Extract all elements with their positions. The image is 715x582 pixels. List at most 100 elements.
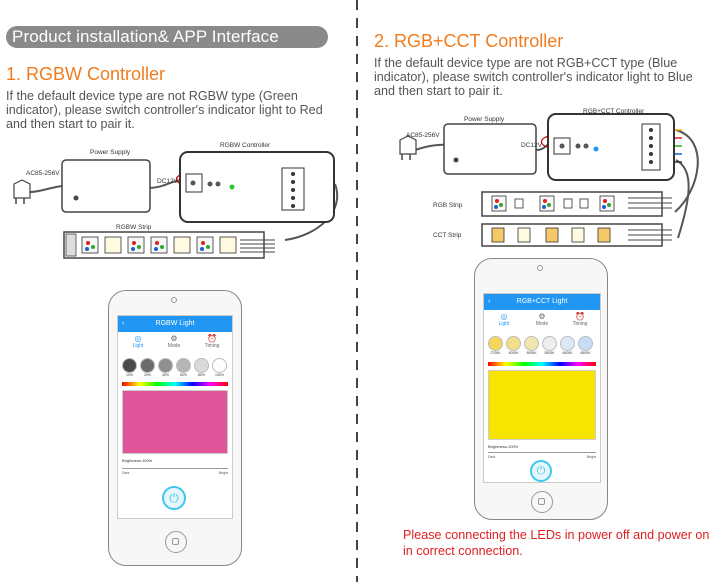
swatch-label: 100%	[215, 373, 224, 377]
brightness-slider[interactable]	[122, 468, 228, 469]
app-title: RGBW Light	[155, 320, 195, 327]
slider-dark-label: Dark	[488, 455, 496, 459]
swatch-label: 4000K	[508, 351, 519, 355]
power-icon[interactable]: ⏻	[530, 460, 552, 482]
brightness-slider[interactable]	[488, 452, 596, 453]
tab-bar: ◎Light ⚙Mode ⏰Timing	[488, 312, 596, 334]
color-preview[interactable]	[488, 370, 596, 440]
swatch-item[interactable]: 100%	[212, 358, 227, 377]
swatch-label: 60%	[179, 373, 187, 377]
swatch-item[interactable]: 5500K	[542, 336, 557, 355]
rgbcct-dc-label: DC12V	[521, 142, 542, 149]
swatch-circle	[488, 336, 503, 351]
tab-light[interactable]: ◎Light	[494, 312, 514, 327]
swatch-circle	[140, 358, 155, 373]
tab-bar: ◎Light ⚙Mode ⏰Timing	[122, 334, 228, 356]
hue-bar[interactable]	[122, 382, 228, 386]
swatch-circle	[176, 358, 191, 373]
tab-mode[interactable]: ⚙Mode	[532, 312, 552, 327]
swatch-row: 10% 20% 40% 60% 80% 100%	[122, 358, 230, 380]
swatch-circle	[560, 336, 575, 351]
home-button[interactable]	[531, 491, 553, 513]
swatch-label: 6500K	[580, 351, 591, 355]
bulb-icon: ◎	[500, 312, 508, 321]
alarm-icon: ⏰	[207, 334, 217, 343]
swatch-item[interactable]: 10%	[122, 358, 137, 377]
swatch-item[interactable]: 4000K	[506, 336, 521, 355]
rgbcct-controller-label: RGB+CCT Controller	[583, 108, 645, 115]
mode-icon: ⚙	[538, 312, 546, 321]
camera-icon	[171, 297, 177, 303]
bulb-icon: ◎	[134, 334, 142, 343]
swatch-label: 5500K	[544, 351, 555, 355]
slider-bright-label: Bright	[218, 471, 228, 475]
rgbw-ac-label: AC85-256V	[26, 170, 60, 177]
rgbw-paragraph: If the default device type are not RGBW …	[6, 89, 323, 131]
rgbcct-app-screen: ‹ RGB+CCT Light ◎Light ⚙Mode ⏰Timing 270…	[483, 293, 601, 483]
tab-light[interactable]: ◎Light	[128, 334, 148, 349]
app-bar: ‹ RGBW Light	[118, 316, 232, 332]
swatch-circle	[122, 358, 137, 373]
swatch-circle	[506, 336, 521, 351]
hue-bar[interactable]	[488, 362, 596, 366]
mode-icon: ⚙	[170, 334, 178, 343]
slider-bright-label: Bright	[586, 455, 596, 459]
camera-icon	[537, 265, 543, 271]
swatch-row: 2700K 4000K 5000K 5500K 6000K 6500K	[488, 336, 598, 360]
swatch-item[interactable]: 80%	[194, 358, 209, 377]
rgbcct-phone: ‹ RGB+CCT Light ◎Light ⚙Mode ⏰Timing 270…	[474, 258, 608, 520]
rgbw-wiring-diagram	[13, 151, 338, 259]
swatch-label: 80%	[197, 373, 205, 377]
swatch-label: 5000K	[526, 351, 537, 355]
home-button[interactable]	[165, 531, 187, 553]
tab-mode[interactable]: ⚙Mode	[164, 334, 184, 349]
app-bar: ‹ RGB+CCT Light	[484, 294, 600, 310]
brightness-label: Brightness:100%	[488, 444, 519, 449]
slider-dark-label: Dark	[122, 471, 130, 475]
rgbw-phone: ‹ RGBW Light ◎Light ⚙Mode ⏰Timing 10% 20%…	[108, 290, 242, 566]
rgbw-strip-label: RGBW Strip	[116, 224, 152, 231]
back-icon[interactable]: ‹	[488, 298, 491, 305]
swatch-item[interactable]: 40%	[158, 358, 173, 377]
swatch-label: 40%	[161, 373, 169, 377]
swatch-label: 10%	[125, 373, 133, 377]
swatch-circle	[524, 336, 539, 351]
swatch-item[interactable]: 6500K	[578, 336, 593, 355]
swatch-item[interactable]: 5000K	[524, 336, 539, 355]
connection-note: Please connecting the LEDs in power off …	[403, 528, 710, 558]
section-title-pill: Product installation& APP Interface	[6, 26, 328, 48]
rgb-strip-label: RGB Strip	[433, 202, 463, 209]
tab-timing[interactable]: ⏰Timing	[570, 312, 590, 327]
swatch-circle	[194, 358, 209, 373]
swatch-label: 20%	[143, 373, 151, 377]
rgbcct-heading: 2. RGB+CCT Controller	[374, 31, 564, 51]
swatch-circle	[158, 358, 173, 373]
rgbw-heading: 1. RGBW Controller	[6, 64, 166, 84]
swatch-item[interactable]: 2700K	[488, 336, 503, 355]
swatch-circle	[578, 336, 593, 351]
swatch-circle	[212, 358, 227, 373]
rgbw-app-screen: ‹ RGBW Light ◎Light ⚙Mode ⏰Timing 10% 20%…	[117, 315, 233, 519]
column-divider	[356, 0, 358, 582]
swatch-item[interactable]: 60%	[176, 358, 191, 377]
tab-timing[interactable]: ⏰Timing	[202, 334, 222, 349]
rgbcct-paragraph: If the default device type are not RGB+C…	[374, 56, 693, 98]
swatch-item[interactable]: 6000K	[560, 336, 575, 355]
alarm-icon: ⏰	[575, 312, 585, 321]
back-icon[interactable]: ‹	[122, 320, 125, 327]
color-preview[interactable]	[122, 390, 228, 454]
rgbw-controller-label: RGBW Controller	[220, 142, 271, 149]
swatch-circle	[542, 336, 557, 351]
app-title: RGB+CCT Light	[516, 298, 568, 305]
rgbcct-ac-label: AC85-256V	[406, 132, 440, 139]
swatch-item[interactable]: 20%	[140, 358, 155, 377]
rgbw-dc-label: DC12V	[157, 178, 178, 185]
cct-strip-label: CCT Strip	[433, 232, 462, 239]
swatch-label: 2700K	[490, 351, 501, 355]
rgbcct-power-supply-label: Power Supply	[464, 116, 505, 123]
swatch-label: 6000K	[562, 351, 573, 355]
brightness-label: Brightness:100%	[122, 458, 153, 463]
power-icon[interactable]: ⏻	[162, 486, 186, 510]
rgbw-power-supply-label: Power Supply	[90, 149, 131, 156]
rgbcct-wiring-diagram	[399, 113, 699, 247]
